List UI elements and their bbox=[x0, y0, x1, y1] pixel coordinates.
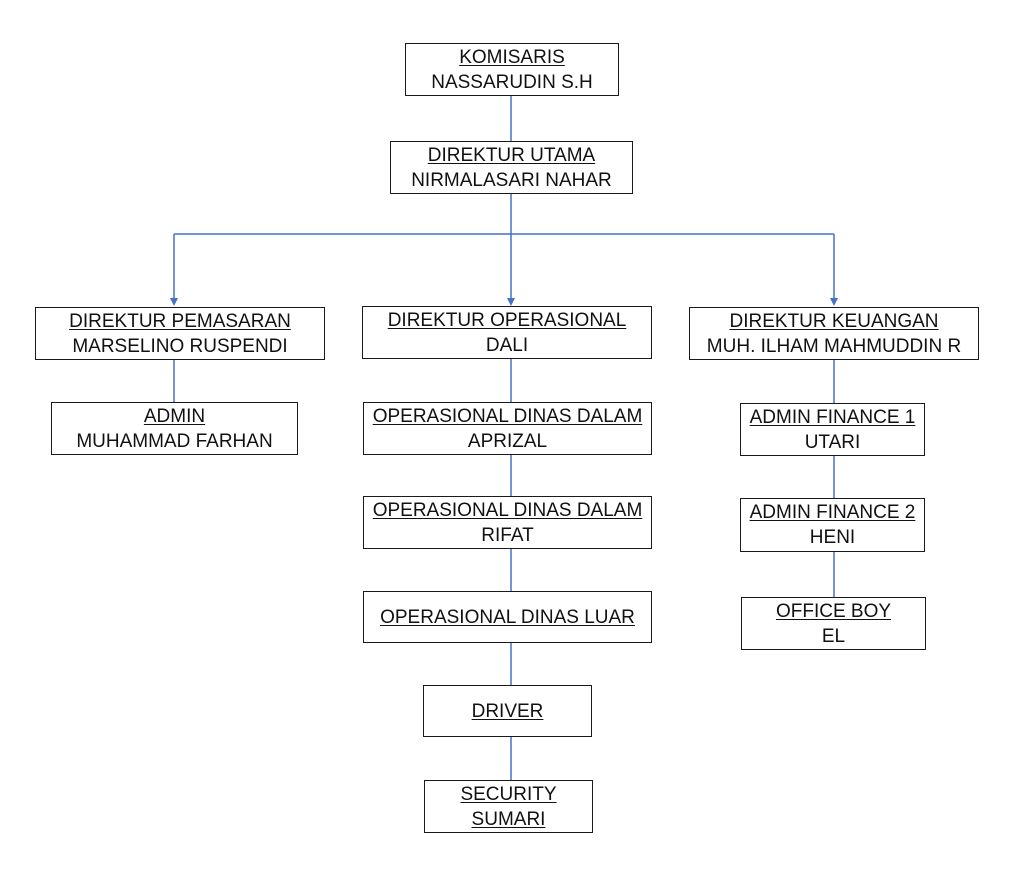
direktur-keuangan-title: DIREKTUR KEUANGAN bbox=[729, 310, 939, 332]
admin-name: MUHAMMAD FARHAN bbox=[76, 430, 273, 452]
admin-finance-2-title: ADMIN FINANCE 2 bbox=[749, 502, 916, 523]
operasional-dinas-luar-title: OPERASIONAL DINAS LUAR bbox=[380, 606, 635, 628]
direktur-utama-title: DIREKTUR UTAMA bbox=[427, 144, 596, 166]
admin-finance-1-title: ADMIN FINANCE 1 bbox=[749, 406, 916, 428]
box-direktur-operasional: DIREKTUR OPERASIONAL DALI bbox=[362, 306, 652, 359]
direktur-pemasaran-title: DIREKTUR PEMASARAN bbox=[69, 310, 291, 332]
box-driver: DRIVER bbox=[423, 685, 592, 737]
box-direktur-pemasaran: DIREKTUR PEMASARAN MARSELINO RUSPENDI bbox=[35, 307, 325, 360]
direktur-operasional-title: DIREKTUR OPERASIONAL bbox=[387, 309, 627, 331]
driver-title: DRIVER bbox=[471, 700, 544, 722]
box-admin-finance-1: ADMIN FINANCE 1 UTARI bbox=[740, 403, 925, 456]
box-operasional-dinas-dalam-2: OPERASIONAL DINAS DALAM RIFAT bbox=[363, 496, 652, 549]
box-operasional-dinas-luar: OPERASIONAL DINAS LUAR bbox=[363, 591, 652, 643]
direktur-pemasaran-name: MARSELINO RUSPENDI bbox=[72, 335, 288, 357]
security-title: SECURITY bbox=[460, 783, 557, 805]
admin-finance-2-name: HENI bbox=[809, 527, 856, 548]
admin-finance-1-name: UTARI bbox=[804, 431, 861, 453]
office-boy-name: EL bbox=[821, 625, 846, 647]
box-direktur-utama: DIREKTUR UTAMA NIRMALASARI NAHAR bbox=[390, 141, 633, 194]
box-security: SECURITY SUMARI bbox=[424, 780, 593, 833]
box-direktur-keuangan: DIREKTUR KEUANGAN MUH. ILHAM MAHMUDDIN R bbox=[689, 307, 979, 360]
direktur-utama-name: NIRMALASARI NAHAR bbox=[411, 169, 612, 191]
box-office-boy: OFFICE BOY EL bbox=[741, 597, 926, 650]
komisaris-name: NASSARUDIN S.H bbox=[431, 71, 593, 93]
box-admin-finance-2: ADMIN FINANCE 2 HENI bbox=[740, 498, 925, 552]
direktur-keuangan-name: MUH. ILHAM MAHMUDDIN R bbox=[706, 335, 962, 357]
operasional-dinas-dalam-2-name: RIFAT bbox=[481, 524, 534, 546]
operasional-dinas-dalam-1-title: OPERASIONAL DINAS DALAM bbox=[372, 405, 643, 427]
direktur-operasional-name: DALI bbox=[485, 334, 529, 356]
komisaris-title: KOMISARIS bbox=[459, 46, 565, 68]
operasional-dinas-dalam-2-title: OPERASIONAL DINAS DALAM bbox=[372, 499, 643, 521]
security-name: SUMARI bbox=[471, 808, 546, 830]
box-operasional-dinas-dalam-1: OPERASIONAL DINAS DALAM APRIZAL bbox=[363, 402, 652, 455]
admin-title: ADMIN bbox=[143, 405, 206, 427]
office-boy-title: OFFICE BOY bbox=[775, 600, 892, 622]
operasional-dinas-dalam-1-name: APRIZAL bbox=[467, 430, 548, 452]
box-komisaris: KOMISARIS NASSARUDIN S.H bbox=[405, 43, 619, 96]
box-admin: ADMIN MUHAMMAD FARHAN bbox=[51, 402, 298, 455]
